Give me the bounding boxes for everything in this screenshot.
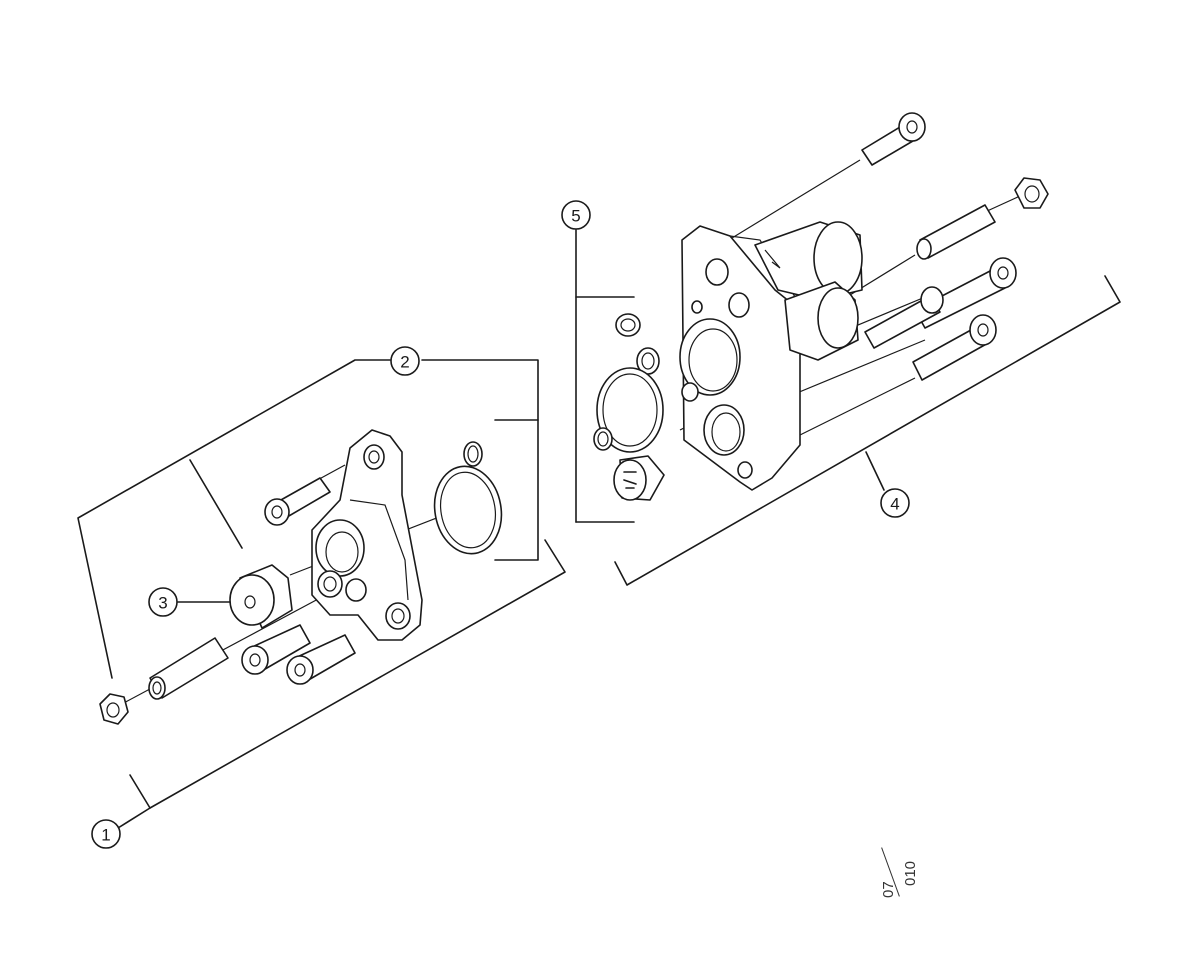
callout-2: 2	[390, 346, 420, 376]
left-valve-assembly	[99, 429, 503, 725]
cap-screw-lower-2	[286, 634, 356, 685]
bracket-5	[575, 229, 635, 523]
right-valve-assembly	[679, 112, 1049, 491]
page-ref-denominator: 010	[902, 860, 919, 886]
spacer-sleeve	[148, 637, 229, 700]
bracket-2	[77, 359, 539, 679]
flange-body	[311, 429, 423, 641]
callout-3: 3	[148, 587, 178, 617]
callout-5: 5	[561, 200, 591, 230]
hex-nut-right	[1014, 177, 1049, 209]
bracket-1	[117, 539, 566, 829]
cap-screw-top	[264, 477, 331, 526]
o-ring-large	[433, 465, 503, 555]
callout-1: 1	[91, 819, 121, 849]
callout-5-label: 5	[571, 207, 580, 226]
cap-screw-right-2	[864, 286, 944, 349]
callout-1-label: 1	[101, 826, 110, 845]
cap-screw-lower-1	[241, 624, 311, 675]
hex-nut-left	[99, 693, 129, 725]
spacer-sleeve-right	[916, 204, 996, 260]
page-reference: 07 010	[872, 842, 922, 902]
cap-screw-top-right	[861, 112, 926, 166]
bracket-4	[614, 275, 1121, 586]
valve-body	[679, 225, 801, 491]
callout-3-label: 3	[158, 594, 167, 613]
callout-2-label: 2	[400, 353, 409, 372]
solenoid-housing	[754, 221, 863, 361]
o-ring-small	[463, 441, 483, 467]
seal-cap	[613, 455, 665, 501]
seal-kit	[593, 313, 665, 501]
cap-screw-right-3	[912, 314, 997, 381]
callout-4-label: 4	[890, 495, 899, 514]
plug-item-3	[229, 564, 293, 629]
callout-4: 4	[880, 488, 910, 518]
